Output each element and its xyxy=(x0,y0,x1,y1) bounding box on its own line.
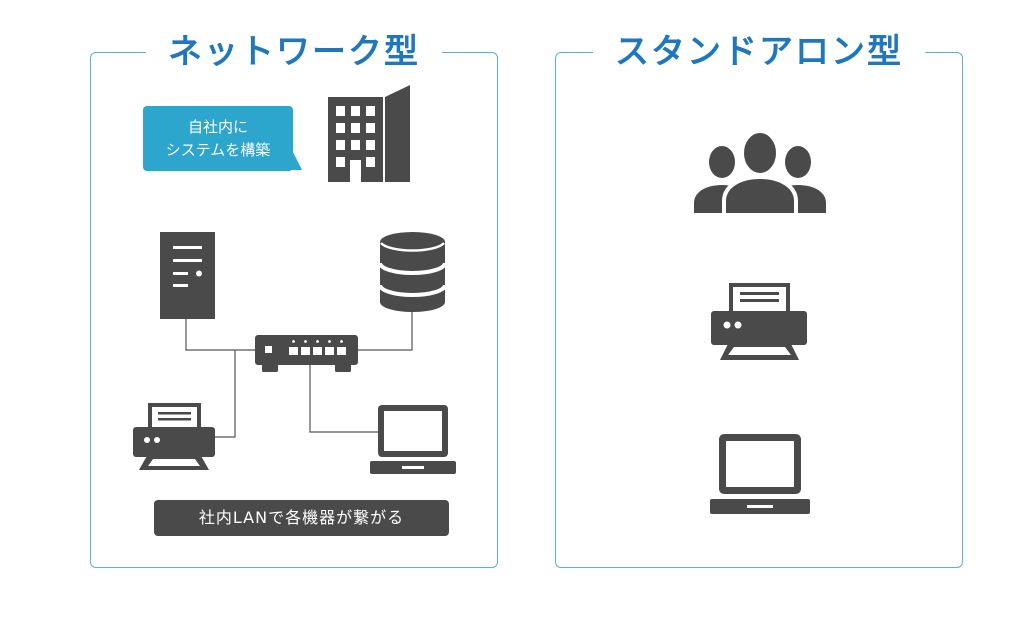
bubble-tail xyxy=(292,150,302,170)
network-title-area: ネットワーク型 xyxy=(90,29,498,75)
lan-caption: 社内LANで各機器が繋がる xyxy=(154,500,449,536)
users-icon xyxy=(694,129,826,217)
laptop-icon xyxy=(370,405,456,474)
laptop-icon xyxy=(710,434,810,514)
database-icon xyxy=(378,232,447,312)
bubble-line-1: 自社内に xyxy=(187,117,248,136)
printer-icon xyxy=(711,283,807,360)
lan-connections xyxy=(185,312,413,438)
in-house-system-bubble: 自社内に システムを構築 xyxy=(143,106,293,171)
standalone-type-title: スタンドアロン型 xyxy=(593,29,925,75)
connection-line-laptop xyxy=(309,365,378,433)
standalone-title-area: スタンドアロン型 xyxy=(555,29,963,75)
building-icon xyxy=(328,85,410,182)
connection-line-printer xyxy=(215,350,236,438)
connection-line-database xyxy=(358,312,413,351)
network-switch-icon xyxy=(255,335,358,372)
printer-icon xyxy=(133,403,215,470)
network-type-title: ネットワーク型 xyxy=(146,29,442,75)
connection-line-server xyxy=(185,319,255,351)
server-icon xyxy=(160,232,215,319)
bubble-line-2: システムを構築 xyxy=(165,140,271,159)
